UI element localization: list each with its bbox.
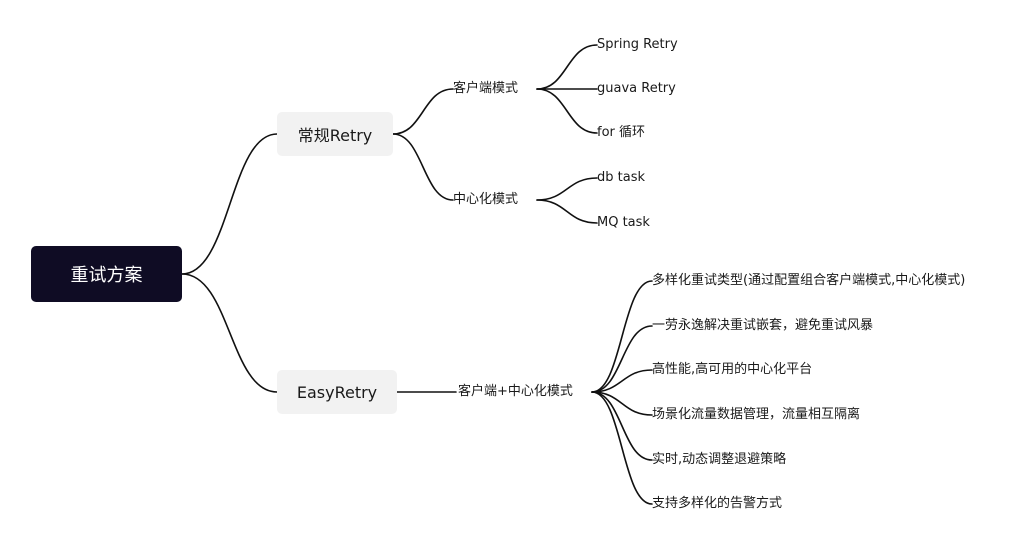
link-client-spring [536, 44, 598, 90]
link-hybrid-leaf-5 [591, 391, 653, 461]
link-branch1-central [392, 133, 454, 201]
link-hybrid-leaf-4 [591, 391, 653, 416]
leaf-node-feature-6[interactable]: 支持多样化的告警方式 [652, 496, 783, 511]
link-root-branch-1 [181, 133, 278, 275]
link-client-for [536, 88, 598, 134]
link-hybrid-leaf-2 [591, 325, 653, 393]
branch-node-regular-retry[interactable]: 常规Retry [277, 112, 393, 156]
sub-node-central-mode[interactable]: 中心化模式 [453, 192, 519, 207]
leaf-node-for-loop[interactable]: for 循环 [597, 125, 646, 140]
leaf-node-db-task[interactable]: db task [597, 170, 646, 185]
root-node[interactable]: 重试方案 [31, 246, 182, 302]
sub-node-hybrid-mode[interactable]: 客户端+中心化模式 [458, 384, 573, 399]
leaf-node-feature-4[interactable]: 场景化流量数据管理，流量相互隔离 [652, 407, 861, 422]
link-root-branch-2 [181, 273, 278, 393]
leaf-node-mq-task[interactable]: MQ task [597, 215, 650, 230]
leaf-node-spring-retry[interactable]: Spring Retry [597, 37, 678, 52]
leaf-node-guava-retry[interactable]: guava Retry [597, 81, 676, 96]
link-hybrid-leaf-6 [591, 391, 653, 505]
link-hybrid-leaf-3 [591, 369, 653, 393]
leaf-node-feature-3[interactable]: 高性能,高可用的中心化平台 [652, 362, 813, 377]
link-central-mq [536, 199, 598, 224]
link-central-db [536, 177, 598, 201]
link-branch1-client [392, 88, 454, 135]
branch-node-easy-retry[interactable]: EasyRetry [277, 370, 397, 414]
sub-node-client-mode[interactable]: 客户端模式 [453, 81, 519, 96]
link-hybrid-leaf-1 [591, 280, 653, 393]
leaf-node-feature-5[interactable]: 实时,动态调整退避策略 [652, 452, 787, 467]
leaf-node-feature-2[interactable]: 一劳永逸解决重试嵌套，避免重试风暴 [652, 318, 874, 333]
leaf-node-feature-1[interactable]: 多样化重试类型(通过配置组合客户端模式,中心化模式) [652, 273, 966, 288]
